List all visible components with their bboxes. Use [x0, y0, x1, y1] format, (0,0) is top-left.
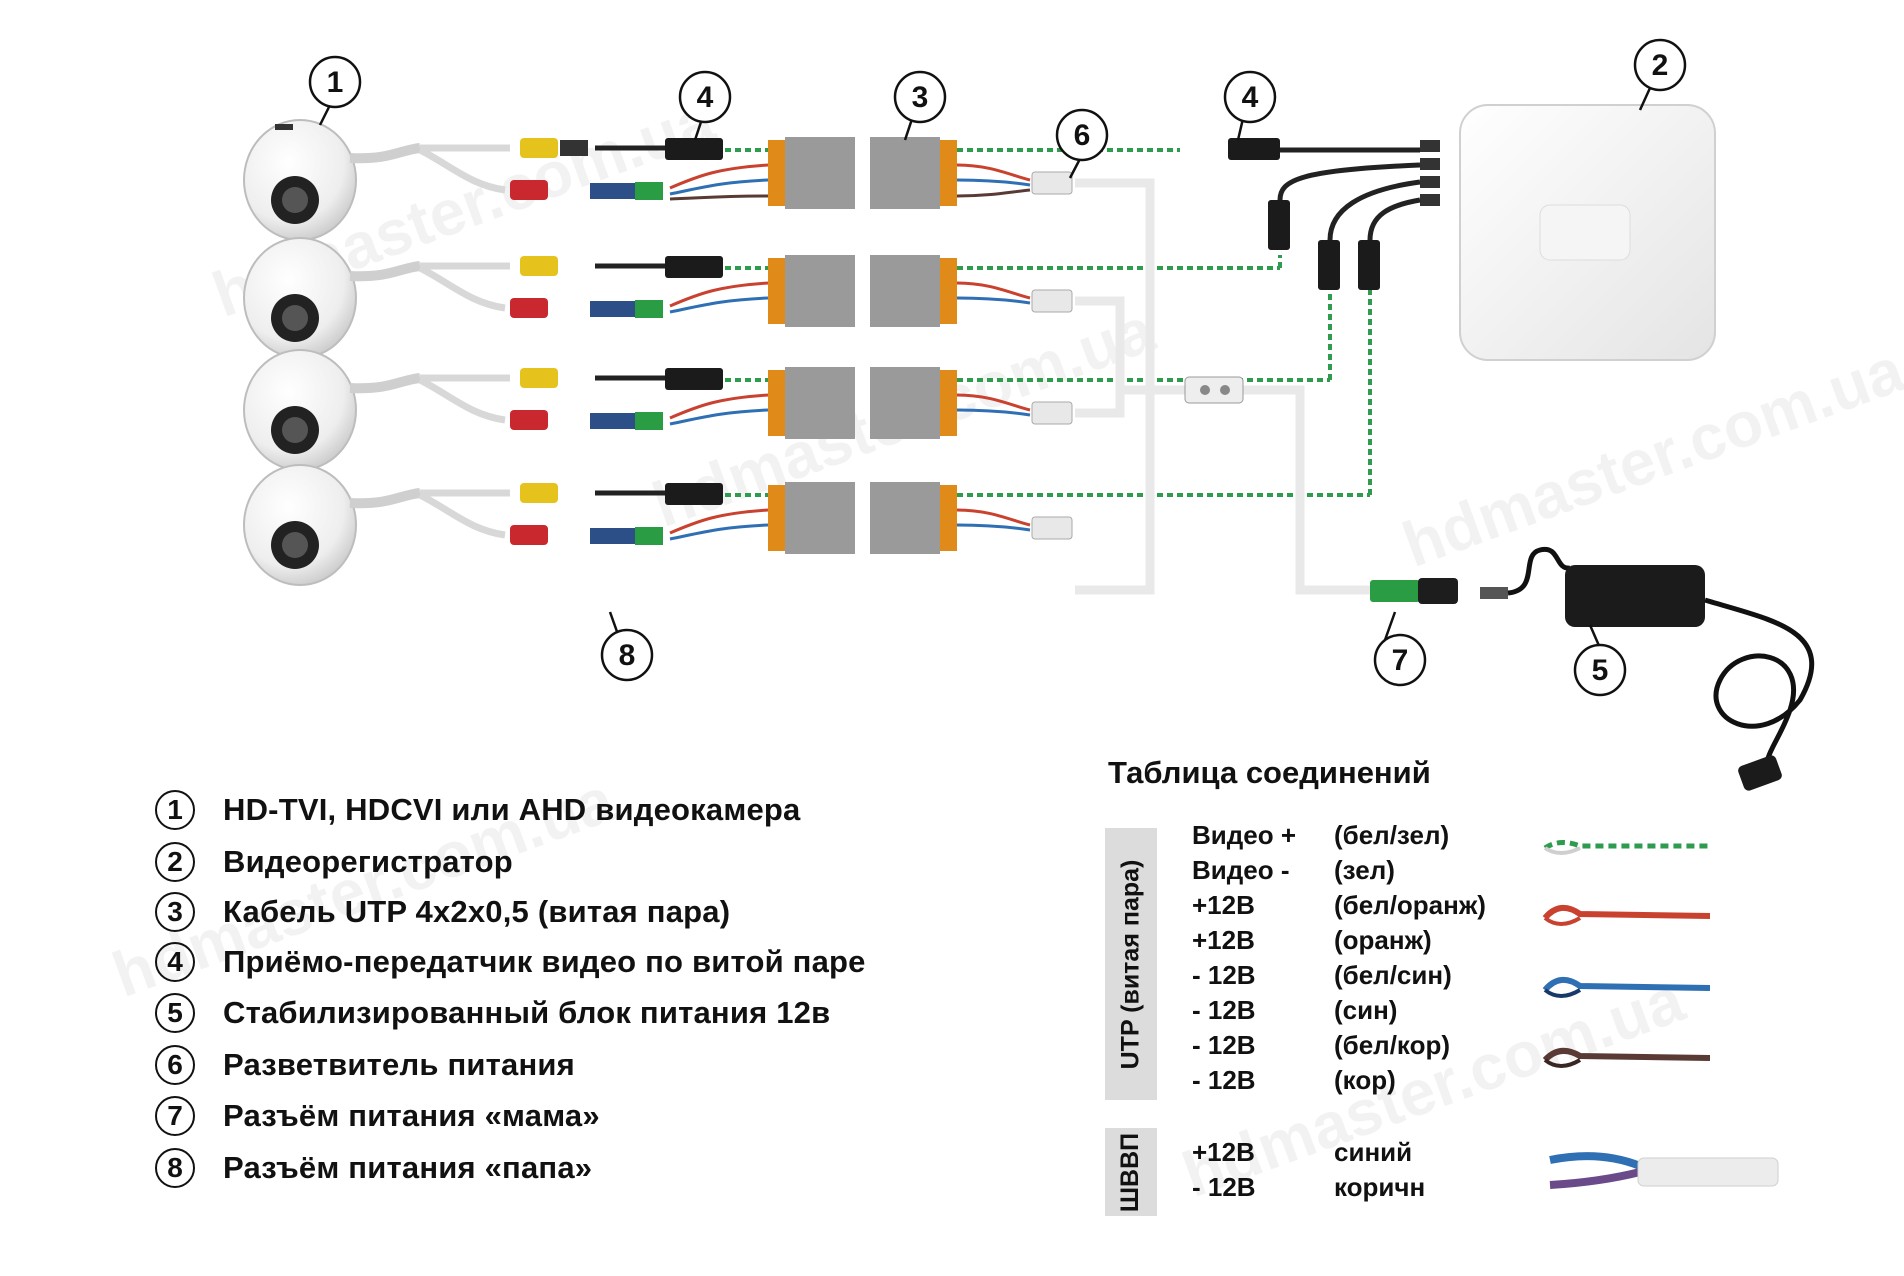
camera-row-4: [243, 464, 1370, 586]
legend-item: 5 Стабилизированный блок питания 12в: [155, 993, 830, 1033]
callout-circle: [1633, 38, 1687, 92]
wire-cell: коричн: [1334, 1172, 1426, 1202]
camera-row-1: [243, 119, 1180, 241]
callout-circle: [308, 55, 362, 109]
legend-number: 8: [155, 1148, 195, 1188]
legend-item: 8 Разъём питания «папа»: [155, 1148, 592, 1188]
wire-cell: (кор): [1334, 1065, 1396, 1095]
signal-cell: - 12В: [1192, 995, 1256, 1025]
signal-cell: Видео -: [1192, 855, 1290, 885]
legend-item: 7 Разъём питания «мама»: [155, 1096, 600, 1136]
callout-8: 8: [619, 639, 636, 672]
utp-label: UTP (витая пара): [1105, 828, 1157, 1100]
callout-7: 7: [1392, 644, 1409, 677]
callout-5: 5: [1592, 654, 1609, 687]
power-splitter: [1184, 376, 1244, 404]
wire-cell: (бел/син): [1334, 960, 1452, 990]
wire-cell: (бел/кор): [1334, 1030, 1451, 1060]
legend-number: 2: [155, 842, 195, 882]
signal-cell: +12В: [1192, 890, 1255, 920]
signal-cell: +12В: [1192, 1137, 1255, 1167]
callouts: [308, 38, 1687, 697]
wire-cell: (син): [1334, 995, 1398, 1025]
camera: [243, 119, 357, 241]
baluns-receivers: [1228, 138, 1421, 290]
legend-text: Разъём питания «папа»: [223, 1150, 593, 1185]
callout-circle: [1573, 643, 1627, 697]
legend-item: 1 HD-TVI, HDCVI или AHD видеокамера: [155, 790, 800, 830]
power-supply: [1480, 546, 1815, 791]
legend-item: 6 Разветвитель питания: [155, 1045, 575, 1085]
shvvp-label: ШВВП: [1105, 1128, 1157, 1216]
legend-item: 4 Приёмо-передатчик видео по витой паре: [155, 942, 866, 982]
callout-circle: [678, 70, 732, 124]
table-title: Таблица соединений: [1108, 755, 1431, 790]
signal-cell: Видео +: [1192, 820, 1297, 850]
callout-circle: [1373, 633, 1427, 687]
legend-number: 7: [155, 1096, 195, 1136]
legend-item: 3 Кабель UTP 4x2x0,5 (витая пара): [155, 892, 730, 932]
legend-number: 5: [155, 993, 195, 1033]
signal-cell: - 12В: [1192, 1065, 1256, 1095]
camera-row-2: [243, 237, 1280, 359]
legend-text: Видеорегистратор: [223, 844, 513, 879]
wire-samples: [1542, 840, 1779, 1189]
wire-cell: (оранж): [1334, 925, 1432, 955]
legend-item: 2 Видеорегистратор: [155, 842, 513, 882]
camera-row-3: [243, 349, 1330, 471]
callout-3: 3: [912, 81, 929, 114]
callout-circle: [600, 628, 654, 682]
callout-circle: [1223, 70, 1277, 124]
signal-cell: - 12В: [1192, 1172, 1256, 1202]
legend-text: Разветвитель питания: [223, 1047, 575, 1082]
callout-4b: 4: [1242, 81, 1259, 114]
legend-number: 4: [155, 942, 195, 982]
callout-2: 2: [1652, 49, 1669, 82]
signal-cell: +12В: [1192, 925, 1255, 955]
legend-number: 6: [155, 1045, 195, 1085]
legend-number: 1: [155, 790, 195, 830]
legend-text: Стабилизированный блок питания 12в: [223, 995, 831, 1030]
wire-cell: (бел/оранж): [1334, 890, 1486, 920]
wire-cell: (бел/зел): [1334, 820, 1450, 850]
legend-number: 3: [155, 892, 195, 932]
callout-1: 1: [327, 66, 344, 99]
nvr: [1420, 104, 1716, 361]
legend-text: Разъём питания «мама»: [223, 1098, 600, 1133]
wire-cell: (зел): [1334, 855, 1395, 885]
signal-cell: - 12В: [1192, 1030, 1256, 1060]
callout-4: 4: [697, 81, 714, 114]
wire-cell: синий: [1334, 1137, 1413, 1167]
signal-cell: - 12В: [1192, 960, 1256, 990]
power-connector-female: [1370, 578, 1458, 604]
legend-text: Приёмо-передатчик видео по витой паре: [223, 944, 866, 979]
legend-text: HD-TVI, HDCVI или AHD видеокамера: [223, 792, 801, 827]
callout-6: 6: [1074, 119, 1091, 152]
power-cables: [1075, 178, 1370, 595]
legend-text: Кабель UTP 4x2x0,5 (витая пара): [223, 894, 731, 929]
callout-circle: [1055, 108, 1109, 162]
callout-circle: [893, 70, 947, 124]
